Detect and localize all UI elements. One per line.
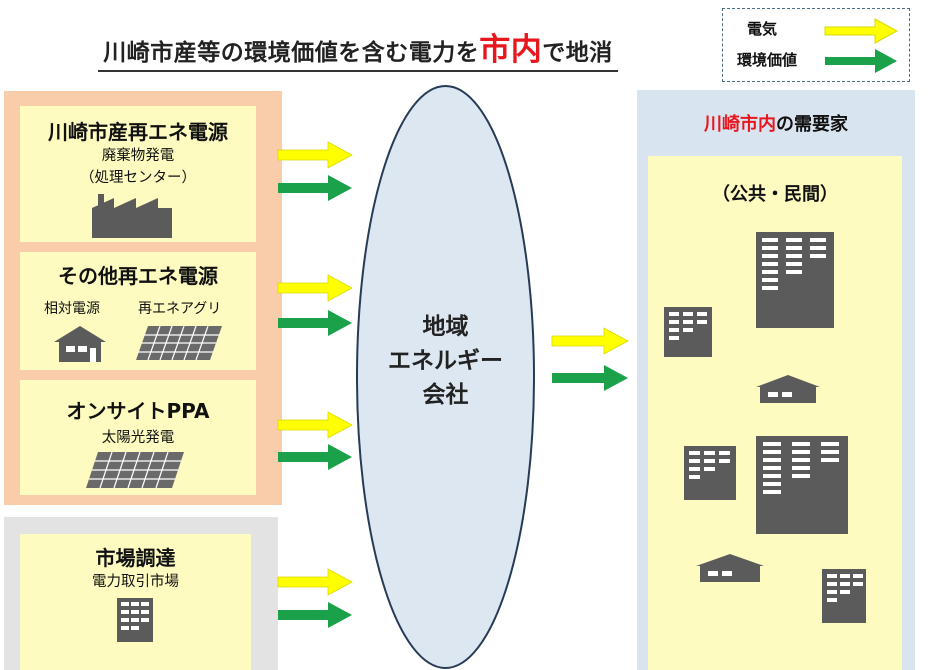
consumers-title-rest: の需要家 bbox=[776, 114, 848, 135]
source-kawasaki-sub1: 廃棄物発電 bbox=[101, 148, 175, 164]
arrow-pair-onsite bbox=[277, 411, 353, 470]
building-icon bbox=[756, 232, 834, 328]
legend-green-arrow bbox=[825, 49, 897, 73]
yellow-arrow bbox=[277, 141, 353, 169]
legend-electricity-label: 電気 bbox=[747, 20, 778, 38]
green-arrow bbox=[278, 602, 352, 628]
legend: 電気 環境価値 bbox=[722, 8, 910, 82]
green-arrow bbox=[278, 310, 352, 336]
yellow-arrow bbox=[551, 327, 629, 355]
consumers-title-red: 川崎市内 bbox=[704, 114, 776, 135]
house-icon bbox=[756, 375, 820, 403]
center-line3: 会社 bbox=[422, 382, 469, 408]
arrow-pair-kawasaki bbox=[277, 141, 353, 201]
consumers-title: 川崎市内の需要家 bbox=[637, 110, 915, 136]
center-line1: 地域 bbox=[422, 314, 469, 340]
source-other-title: その他再エネ電源 bbox=[58, 264, 218, 288]
legend-yellow-arrow bbox=[824, 18, 899, 44]
source-box-other: その他再エネ電源 相対電源 再エネアグリ bbox=[20, 252, 256, 370]
green-arrow bbox=[278, 444, 352, 470]
center-line2: エネルギー bbox=[388, 348, 503, 374]
building-icon bbox=[117, 598, 153, 642]
source-onsite-title: オンサイトPPA bbox=[66, 399, 210, 423]
source-kawasaki-sub2: （処理センター） bbox=[80, 170, 196, 186]
legend-arrows bbox=[824, 18, 899, 73]
green-arrow bbox=[278, 175, 352, 201]
legend-env-value-label: 環境価値 bbox=[737, 51, 798, 69]
arrow-pair-other bbox=[277, 274, 353, 336]
title-prefix: 川崎市産等の環境価値を含む電力を bbox=[103, 40, 480, 66]
factory-icon bbox=[92, 194, 172, 238]
source-onsite-sub: 太陽光発電 bbox=[101, 430, 175, 446]
regional-energy-company-ellipse bbox=[356, 85, 535, 669]
source-box-kawasaki: 川崎市産再エネ電源 廃棄物発電 （処理センター） bbox=[20, 106, 256, 242]
source-other-label-agri: 再エネアグリ bbox=[138, 301, 222, 317]
source-kawasaki-title: 川崎市産再エネ電源 bbox=[48, 120, 228, 144]
page-title: 川崎市産等の環境価値を含む電力を市内で地消 bbox=[98, 30, 618, 72]
yellow-arrow bbox=[277, 568, 353, 596]
title-suffix: で地消 bbox=[542, 40, 613, 66]
building-icon bbox=[756, 436, 848, 534]
yellow-arrow bbox=[277, 411, 353, 439]
source-other-label-bilateral: 相対電源 bbox=[44, 301, 100, 317]
source-box-market: 市場調達 電力取引市場 bbox=[20, 534, 251, 670]
solar-panel-icon bbox=[86, 451, 184, 489]
title-highlight: 市内 bbox=[479, 32, 543, 68]
consumers-subtitle: （公共・民間） bbox=[712, 184, 838, 205]
center-label: 地域 エネルギー 会社 bbox=[355, 310, 536, 412]
green-arrow bbox=[552, 365, 628, 391]
arrow-pair-market bbox=[277, 568, 353, 628]
consumer-buildings bbox=[664, 232, 866, 623]
arrow-pair-center-to-consumers bbox=[551, 327, 629, 391]
solar-panel-icon bbox=[136, 325, 222, 361]
building-icon bbox=[664, 307, 712, 357]
building-icon bbox=[822, 569, 866, 623]
source-market-sub: 電力取引市場 bbox=[92, 574, 179, 590]
house-icon bbox=[54, 326, 106, 362]
yellow-arrow bbox=[277, 274, 353, 302]
building-icon bbox=[684, 446, 736, 500]
source-market-title: 市場調達 bbox=[95, 546, 176, 570]
house-icon bbox=[696, 554, 764, 582]
source-box-onsite: オンサイトPPA 太陽光発電 bbox=[20, 380, 256, 495]
